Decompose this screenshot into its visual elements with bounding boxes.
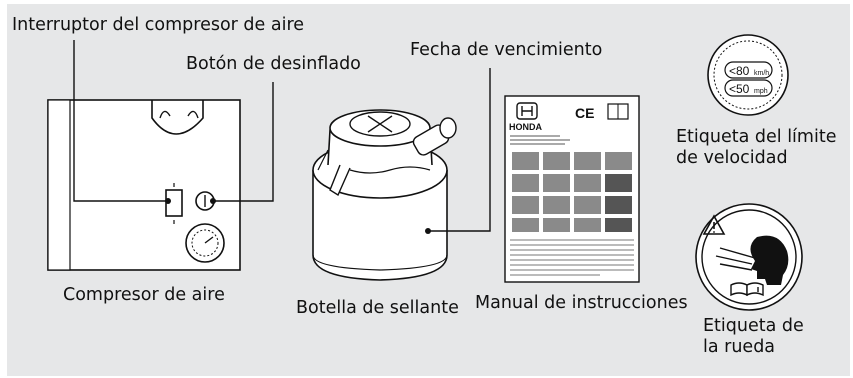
label-deflate-button: Botón de desinflado <box>186 54 361 74</box>
air-compressor-illustration <box>47 99 241 271</box>
instruction-manual-card: HONDA CE <box>504 95 640 283</box>
sealant-bottle-illustration <box>312 109 457 281</box>
label-air-compressor: Compresor de aire <box>63 285 225 305</box>
label-instruction-manual: Manual de instrucciones <box>475 293 688 313</box>
speed-bottom-unit: mph <box>754 88 768 95</box>
wheel-label-sticker <box>695 203 803 311</box>
speed-top-value: <80 <box>729 64 750 78</box>
manual-brand-text: HONDA <box>509 122 542 132</box>
callout-dot-switch <box>165 198 171 204</box>
callout-lines <box>73 40 491 232</box>
label-expiration-date: Fecha de vencimiento <box>410 40 603 60</box>
ce-mark-text: CE <box>575 105 594 121</box>
label-air-compressor-switch: Interruptor del compresor de aire <box>12 15 305 35</box>
label-wheel-line1: Etiqueta de <box>703 316 804 336</box>
callout-line-expiration <box>428 68 491 232</box>
speed-limit-sticker: <80 km/h <50 mph <box>707 34 789 116</box>
callout-dot-expiration <box>425 228 431 234</box>
speed-top-unit: km/h <box>754 70 769 77</box>
callout-line-deflate <box>213 82 274 202</box>
label-speed-limit-line2: de velocidad <box>676 148 788 168</box>
speed-bottom-value: <50 <box>729 82 750 96</box>
label-wheel-line2: la rueda <box>703 337 776 357</box>
label-sealant-bottle: Botella de sellante <box>296 298 459 318</box>
callout-line-switch <box>73 40 168 202</box>
callout-dot-deflate <box>210 198 216 204</box>
label-speed-limit-line1: Etiqueta del límite <box>676 127 837 147</box>
